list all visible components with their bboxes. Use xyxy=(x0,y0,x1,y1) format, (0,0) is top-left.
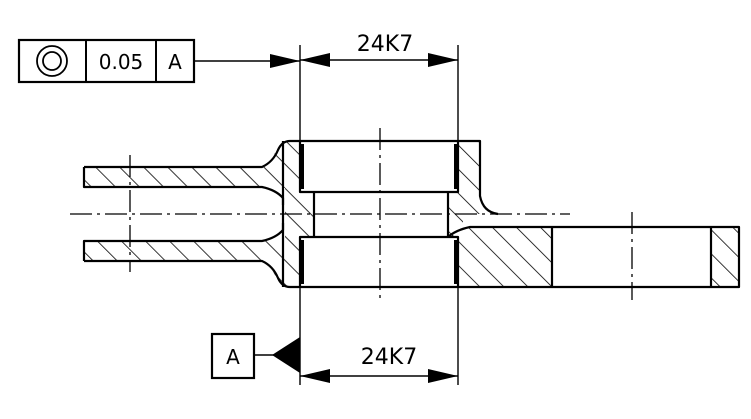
bottom-dimension-label: 24K7 xyxy=(361,345,417,370)
datum-triangle-icon xyxy=(272,337,300,373)
leader-arrow-icon xyxy=(270,54,300,68)
bottom-dimension: 24K7 xyxy=(299,287,459,385)
dim-arrow-right xyxy=(428,369,458,383)
dim-arrow-right xyxy=(428,53,458,67)
datum-feature-symbol: A xyxy=(210,332,300,380)
feature-control-frame: 0.05 A xyxy=(17,38,300,84)
bore-chamfer-edges xyxy=(300,144,458,284)
datum-reference: A xyxy=(168,50,182,74)
top-dimension-label: 24K7 xyxy=(357,32,413,57)
center-lines xyxy=(70,128,633,300)
tolerance-value: 0.05 xyxy=(99,50,144,74)
top-dimension: 24K7 xyxy=(299,32,459,141)
dim-arrow-left xyxy=(300,53,330,67)
dim-arrow-left xyxy=(300,369,330,383)
concentricity-icon xyxy=(36,45,68,77)
datum-label: A xyxy=(226,345,240,369)
